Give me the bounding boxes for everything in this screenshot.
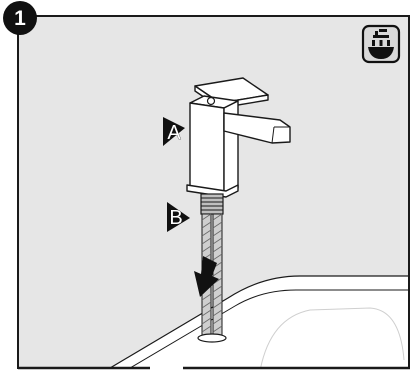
handle-pivot	[206, 96, 216, 106]
sink-basin	[107, 275, 410, 369]
callout-a-pointer	[163, 117, 185, 146]
faucet	[186, 77, 291, 198]
callout-b-label: B	[169, 207, 182, 229]
step-number: 1	[14, 7, 26, 30]
callout-b-pointer	[167, 202, 190, 232]
callout-a-label: A	[167, 122, 181, 144]
under-sink-installation-icon	[361, 24, 401, 64]
down-arrow	[194, 256, 219, 297]
threaded-shank	[200, 193, 224, 215]
mounting-hole	[197, 333, 227, 343]
step-badge	[3, 1, 37, 35]
